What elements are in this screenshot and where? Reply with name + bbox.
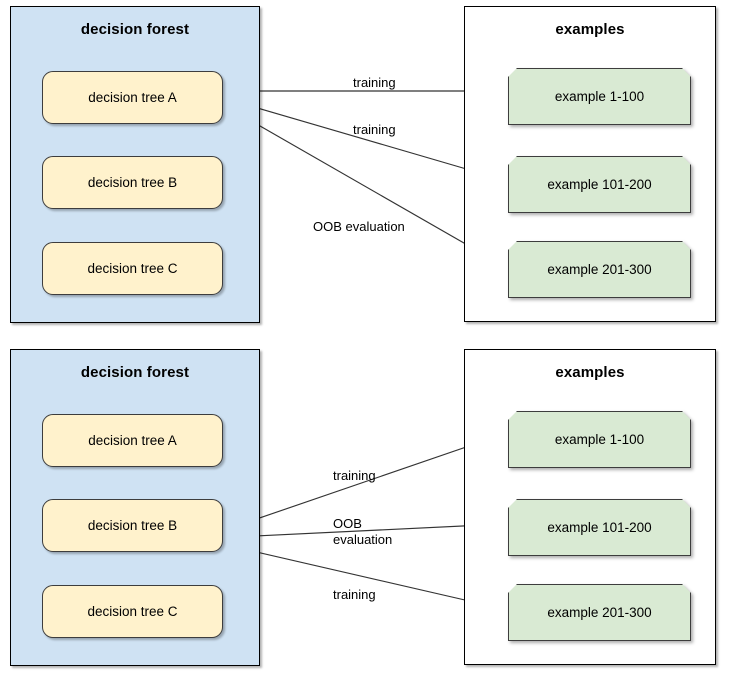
decision-tree-b-box[interactable]: decision tree B xyxy=(42,156,223,209)
arrow-label-training-1: training xyxy=(333,468,376,483)
decision-tree-a-label: decision tree A xyxy=(88,90,177,105)
example-101-200-label: example 101-200 xyxy=(547,177,652,192)
example-1-100-box[interactable]: example 1-100 xyxy=(508,411,691,468)
decision-tree-b-box[interactable]: decision tree B xyxy=(42,499,223,552)
panel-bottom: decision forest decision tree A decision… xyxy=(0,343,737,685)
examples-title: examples xyxy=(555,21,625,38)
example-box-shape xyxy=(508,68,691,125)
decision-forest-container: decision forest decision tree A decision… xyxy=(10,349,260,666)
decision-tree-a-box[interactable]: decision tree A xyxy=(42,71,223,124)
example-1-100-label: example 1-100 xyxy=(554,89,645,104)
example-box-shape xyxy=(508,584,691,641)
example-1-100-box[interactable]: example 1-100 xyxy=(508,68,691,125)
example-box-shape xyxy=(508,499,691,556)
example-201-300-box[interactable]: example 201-300 xyxy=(508,241,691,298)
examples-container: examples example 1-100 example 101-200 e… xyxy=(464,349,716,665)
arrow-label-training-2: training xyxy=(333,587,376,602)
decision-forest-title: decision forest xyxy=(80,21,190,38)
examples-container: examples example 1-100 example 101-200 e… xyxy=(464,6,716,322)
example-101-200-box[interactable]: example 101-200 xyxy=(508,156,691,213)
decision-tree-c-label: decision tree C xyxy=(87,604,178,619)
arrow-label-training-2: training xyxy=(353,122,396,137)
decision-tree-c-box[interactable]: decision tree C xyxy=(42,585,223,638)
decision-tree-a-label: decision tree A xyxy=(88,433,177,448)
decision-tree-c-box[interactable]: decision tree C xyxy=(42,242,223,295)
example-box-shape xyxy=(508,411,691,468)
example-201-300-label: example 201-300 xyxy=(547,262,652,277)
arrow-label-oob-evaluation-1: OOB evaluation xyxy=(333,516,393,547)
decision-tree-b-label: decision tree B xyxy=(87,518,178,533)
arrow-tree-a-to-example-201-300 xyxy=(212,98,505,267)
example-1-100-label: example 1-100 xyxy=(554,432,645,447)
decision-tree-c-label: decision tree C xyxy=(87,261,178,276)
example-101-200-box[interactable]: example 101-200 xyxy=(508,499,691,556)
example-101-200-label: example 101-200 xyxy=(547,520,652,535)
decision-forest-title: decision forest xyxy=(80,364,190,381)
arrow-tree-b-to-example-1-100 xyxy=(212,433,505,535)
panel-top: decision forest decision tree A decision… xyxy=(0,0,737,342)
arrow-tree-b-to-example-201-300 xyxy=(212,541,505,611)
examples-title: examples xyxy=(555,364,625,381)
example-box-shape xyxy=(508,156,691,213)
decision-tree-b-label: decision tree B xyxy=(87,175,178,190)
arrow-label-oob-evaluation-1: OOB evaluation xyxy=(313,219,405,234)
example-201-300-label: example 201-300 xyxy=(547,605,652,620)
example-201-300-box[interactable]: example 201-300 xyxy=(508,584,691,641)
arrow-label-training-1: training xyxy=(353,75,396,90)
decision-tree-a-box[interactable]: decision tree A xyxy=(42,414,223,467)
arrow-tree-a-to-example-101-200 xyxy=(212,94,505,182)
example-box-shape xyxy=(508,241,691,298)
arrow-layer-bottom xyxy=(212,433,505,611)
arrow-layer-top xyxy=(212,87,505,267)
arrow-tree-b-to-example-101-200 xyxy=(212,520,505,539)
decision-forest-container: decision forest decision tree A decision… xyxy=(10,6,260,323)
